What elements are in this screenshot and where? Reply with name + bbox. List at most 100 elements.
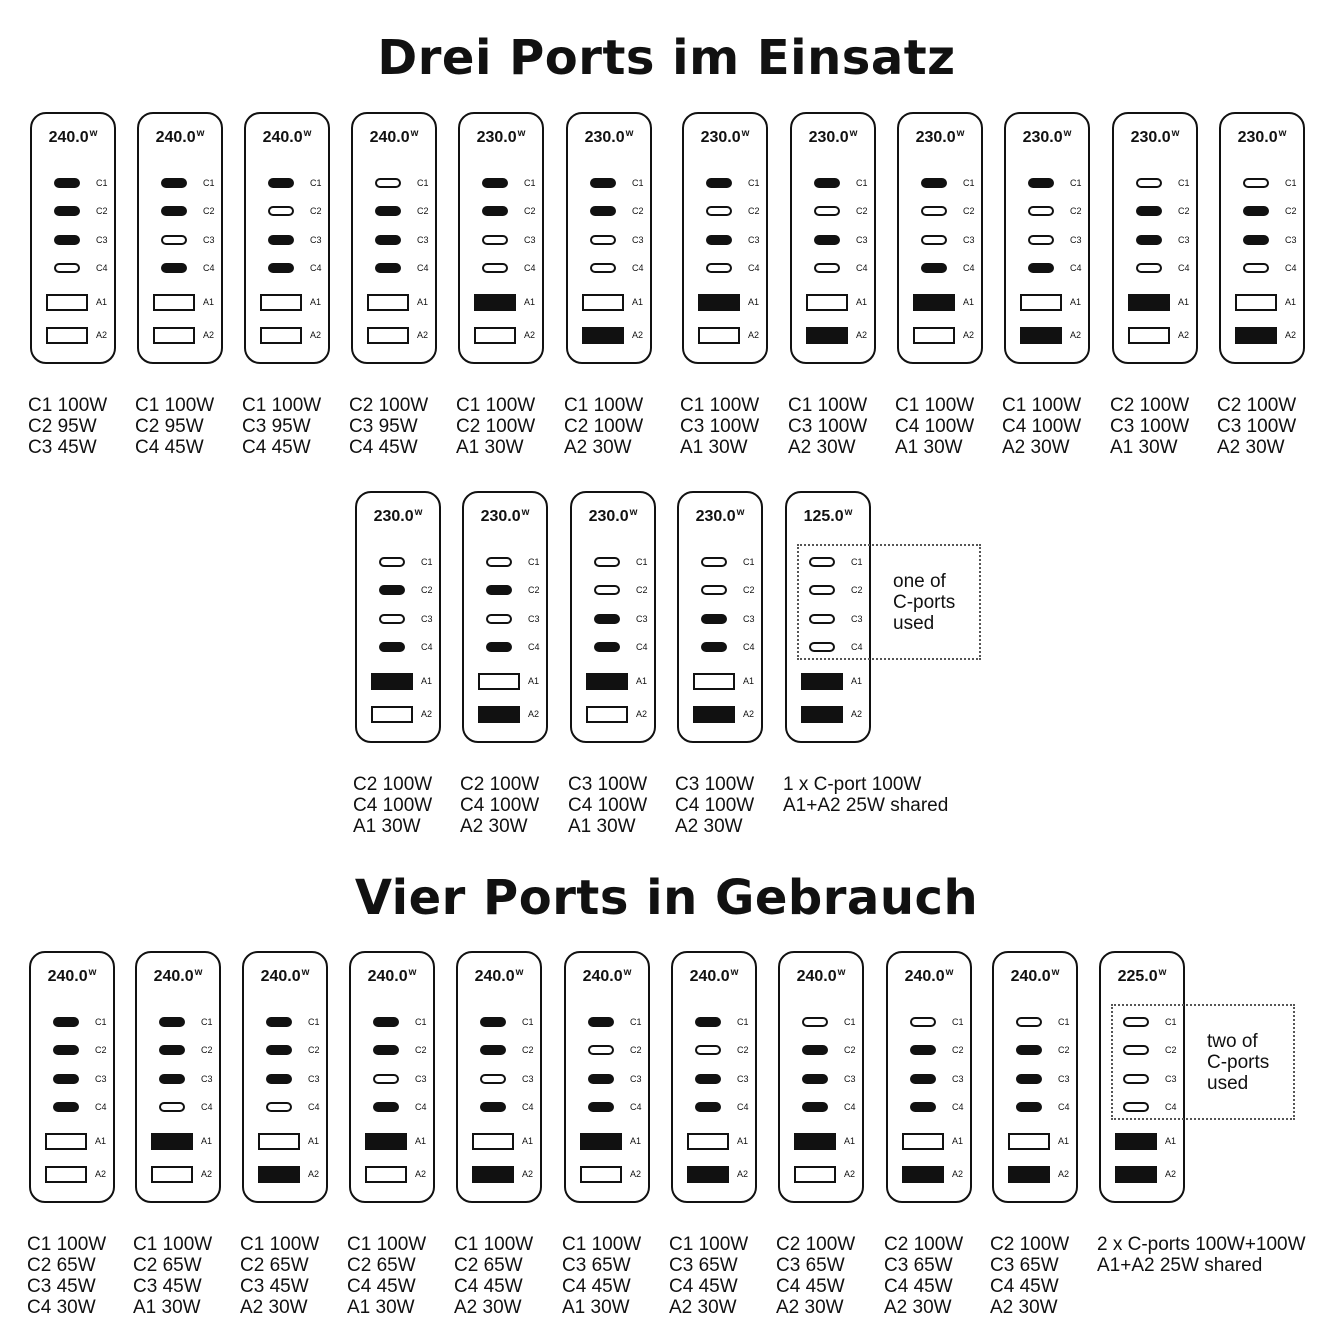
port-label-c3: C3 [636, 614, 648, 624]
usb-a-port-a1-idle [153, 294, 195, 311]
port-label-c1: C1 [1070, 178, 1082, 188]
usb-a-port-a1-active [1128, 294, 1170, 311]
usb-c-port-c3-idle [486, 614, 512, 624]
watt-display: 230.0w [572, 507, 654, 526]
usb-a-port-a2-idle [913, 327, 955, 344]
watt-value: 240.0 [904, 968, 945, 985]
caption-line: C4 45W [776, 1276, 845, 1297]
usb-c-port-c4-active [375, 263, 401, 273]
port-label-a2: A2 [1058, 1169, 1070, 1179]
port-label-a1: A1 [421, 676, 433, 686]
caption-line: C1 100W [347, 1234, 427, 1255]
heading-three-ports: Drei Ports im Einsatz [377, 30, 956, 86]
port-label-c4: C4 [632, 263, 644, 273]
usb-a-port-a2-idle [367, 327, 409, 344]
port-label-c4: C4 [844, 1102, 856, 1112]
usb-c-port-c2-idle [594, 585, 620, 595]
port-label-c3: C3 [1165, 1074, 1177, 1084]
usb-c-port-c3-active [802, 1074, 828, 1084]
port-label-c1: C1 [421, 557, 433, 567]
caption-line: C4 100W [353, 795, 433, 816]
caption-line: C3 100W [1217, 416, 1297, 437]
caption-line: A1 30W [680, 437, 748, 458]
usb-a-port-a2-active [258, 1166, 300, 1183]
watt-display: 240.0w [32, 128, 114, 147]
port-label-c4: C4 [203, 263, 215, 273]
watt-display: 230.0w [792, 128, 874, 147]
usb-c-port-c2-idle [809, 585, 835, 595]
port-label-c3: C3 [96, 235, 108, 245]
caption-line: C4 45W [347, 1276, 416, 1297]
watt-unit: w [837, 967, 846, 978]
port-label-c4: C4 [856, 263, 868, 273]
caption-line: C2 100W [1110, 395, 1190, 416]
watt-value: 240.0 [262, 129, 303, 146]
watt-display: 240.0w [31, 967, 113, 986]
usb-a-port-a2-idle [153, 327, 195, 344]
usb-c-port-c2-idle [268, 206, 294, 216]
caption-line: C1 100W [788, 395, 868, 416]
port-label-a1: A1 [95, 1136, 107, 1146]
usb-c-port-c1-active [373, 1017, 399, 1027]
port-label-c4: C4 [96, 263, 108, 273]
usb-a-port-a2-idle [365, 1166, 407, 1183]
usb-a-port-a1-idle [258, 1133, 300, 1150]
port-label-a1: A1 [415, 1136, 427, 1146]
watt-value: 240.0 [48, 129, 89, 146]
usb-c-port-c4-active [701, 642, 727, 652]
caption-line: C2 100W [776, 1234, 856, 1255]
usb-a-port-a2-idle [45, 1166, 87, 1183]
watt-value: 240.0 [153, 968, 194, 985]
usb-c-port-c3-active [706, 235, 732, 245]
caption-line: C4 45W [349, 437, 418, 458]
usb-c-port-c4-idle [809, 642, 835, 652]
port-label-a1: A1 [632, 297, 644, 307]
usb-a-port-a2-active [687, 1166, 729, 1183]
caption-line: C2 100W [990, 1234, 1070, 1255]
watt-value: 230.0 [1130, 129, 1171, 146]
caption-line: C2 65W [347, 1255, 416, 1276]
usb-c-port-c2-idle [695, 1045, 721, 1055]
caption-line: A1 30W [353, 816, 421, 837]
usb-c-port-c1-active [590, 178, 616, 188]
caption-line: C3 100W [680, 416, 760, 437]
usb-c-port-c3-active [266, 1074, 292, 1084]
caption-line: C1 100W [242, 395, 322, 416]
port-label-c2: C2 [632, 206, 644, 216]
usb-c-port-c3-active [1243, 235, 1269, 245]
watt-unit: w [414, 507, 423, 518]
port-label-a2: A2 [630, 1169, 642, 1179]
usb-a-port-a2-idle [794, 1166, 836, 1183]
usb-c-port-c1-idle [594, 557, 620, 567]
usb-a-port-a1-active [801, 673, 843, 690]
caption-line: C4 100W [568, 795, 648, 816]
usb-a-port-a1-active [151, 1133, 193, 1150]
port-label-c2: C2 [95, 1045, 107, 1055]
watt-value: 230.0 [808, 129, 849, 146]
usb-c-port-c4-active [161, 263, 187, 273]
port-label-a2: A2 [851, 709, 863, 719]
usb-c-port-c2-active [373, 1045, 399, 1055]
usb-c-port-c2-active [53, 1045, 79, 1055]
port-label-c2: C2 [528, 585, 540, 595]
usb-a-port-a2-active [902, 1166, 944, 1183]
port-label-c4: C4 [1178, 263, 1190, 273]
port-label-a2: A2 [528, 709, 540, 719]
usb-a-port-a2-active [1115, 1166, 1157, 1183]
watt-value: 225.0 [1117, 968, 1158, 985]
port-label-c4: C4 [636, 642, 648, 652]
caption-line: C4 45W [884, 1276, 953, 1297]
caption-line: C2 100W [1217, 395, 1297, 416]
usb-c-port-c1-active [53, 1017, 79, 1027]
watt-unit: w [741, 128, 750, 139]
caption-line: C3 100W [788, 416, 868, 437]
port-label-c1: C1 [630, 1017, 642, 1027]
